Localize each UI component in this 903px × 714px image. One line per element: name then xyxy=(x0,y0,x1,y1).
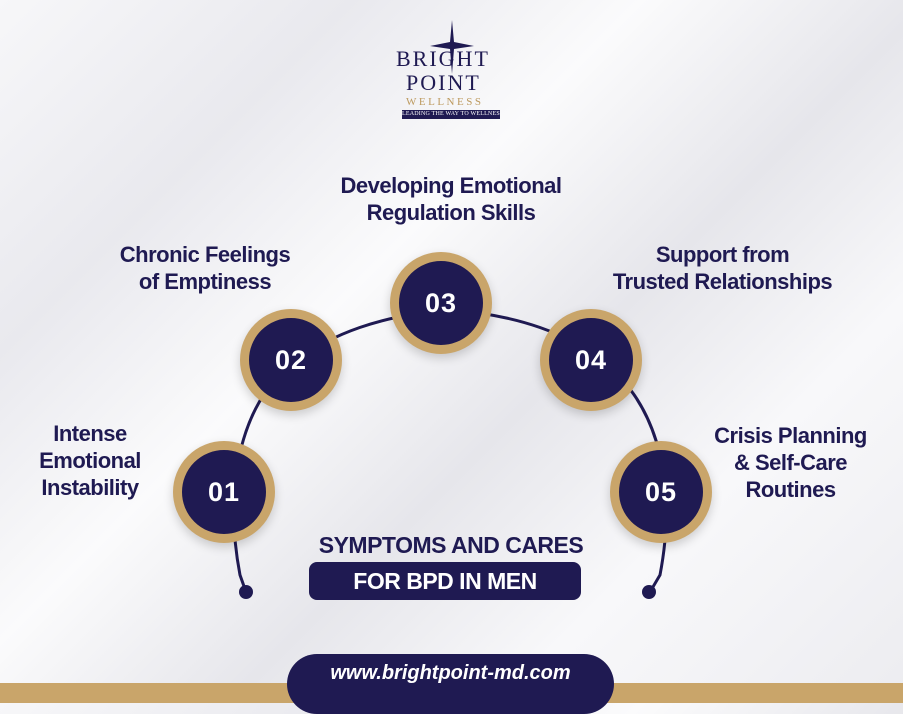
step-02-number: 02 xyxy=(274,344,308,375)
step-03-circle: 03 xyxy=(390,252,492,354)
step-05-label-line3: Routines xyxy=(745,477,836,502)
arc-end-dot-left xyxy=(239,585,253,599)
step-03-label-line1: Developing Emotional xyxy=(340,173,562,198)
title-line1: SYMPTOMS AND CARES xyxy=(318,532,584,558)
step-05-label-line2: & Self-Care xyxy=(733,450,848,475)
step-01-label-line1: Intense xyxy=(53,421,127,446)
step-05-label-line1: Crisis Planning xyxy=(714,423,867,448)
title-pill: FOR BPD IN MEN xyxy=(309,562,581,600)
arc-end-dot-right xyxy=(642,585,656,599)
step-04-label-line1: Support from xyxy=(655,242,790,267)
step-01-label-line2: Emotional xyxy=(39,448,141,473)
logo-tagline: LEADING THE WAY TO WELLNESS xyxy=(402,110,500,119)
title-line2: FOR BPD IN MEN xyxy=(353,567,537,594)
logo-line1: BRIGHT xyxy=(396,46,490,71)
step-03-number: 03 xyxy=(424,287,458,318)
step-02-label: Chronic Feelings of Emptiness xyxy=(100,241,310,295)
logo-line2: POINT xyxy=(406,70,481,95)
step-05-number: 05 xyxy=(644,476,678,507)
footer-url-link[interactable]: www.brightpoint-md.com xyxy=(330,662,571,684)
star-icon xyxy=(430,20,474,74)
step-03-label: Developing Emotional Regulation Skills xyxy=(326,172,576,226)
step-04-circle: 04 xyxy=(540,309,642,411)
step-01-label-line3: Instability xyxy=(41,475,139,500)
step-02-label-line2: of Emptiness xyxy=(138,269,272,294)
step-05-circle: 05 xyxy=(610,441,712,543)
step-01-number: 01 xyxy=(207,476,241,507)
step-01-circle: 01 xyxy=(173,441,275,543)
step-05-label: Crisis Planning & Self-Care Routines xyxy=(708,422,873,503)
step-01-label: Intense Emotional Instability xyxy=(20,420,160,501)
step-03-label-line2: Regulation Skills xyxy=(366,200,536,225)
step-04-number: 04 xyxy=(574,344,608,375)
logo-line3: WELLNESS xyxy=(406,96,484,108)
step-02-circle: 02 xyxy=(240,309,342,411)
brightpoint-logo: BRIGHT POINT WELLNESS LEADING THE WAY TO… xyxy=(396,18,508,122)
step-04-label-line2: Trusted Relationships xyxy=(612,269,833,294)
step-04-label: Support from Trusted Relationships xyxy=(600,241,845,295)
step-02-label-line1: Chronic Feelings xyxy=(119,242,291,267)
